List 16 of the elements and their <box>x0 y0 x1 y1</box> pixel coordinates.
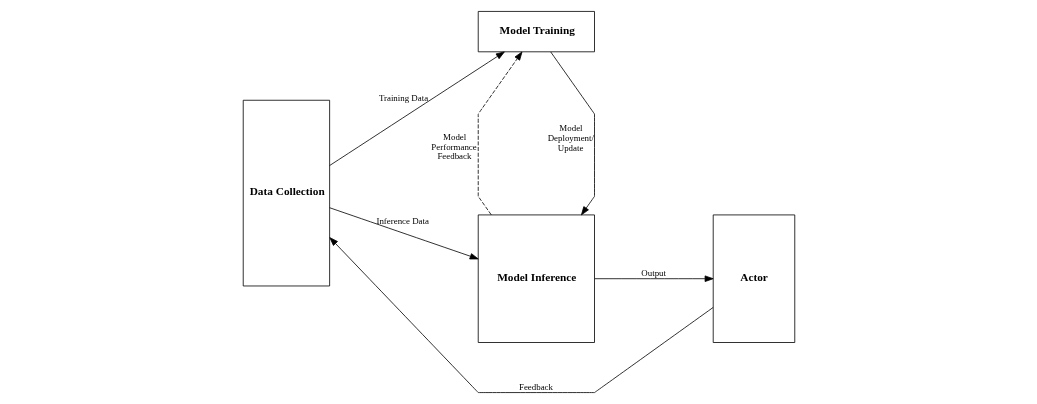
edge-label: Output <box>640 268 666 279</box>
node-box: Actor <box>712 214 795 343</box>
node-box: Data Collection <box>242 99 330 287</box>
arrow <box>328 207 479 260</box>
edge-label: Feedback <box>518 381 553 392</box>
arrow <box>328 51 505 166</box>
edge-label: Model Performance Feedback <box>430 131 477 162</box>
node-box: Model Training <box>477 11 595 53</box>
edge-label: Model Deployment/ Update <box>547 123 594 153</box>
arrow <box>328 237 714 393</box>
arrow <box>477 51 522 216</box>
node-box: Model Inference <box>477 214 595 343</box>
arrow <box>549 51 595 216</box>
arrow <box>593 275 714 282</box>
edge-label: Training Data <box>378 92 428 103</box>
edge-label: Inference Data <box>375 215 429 226</box>
